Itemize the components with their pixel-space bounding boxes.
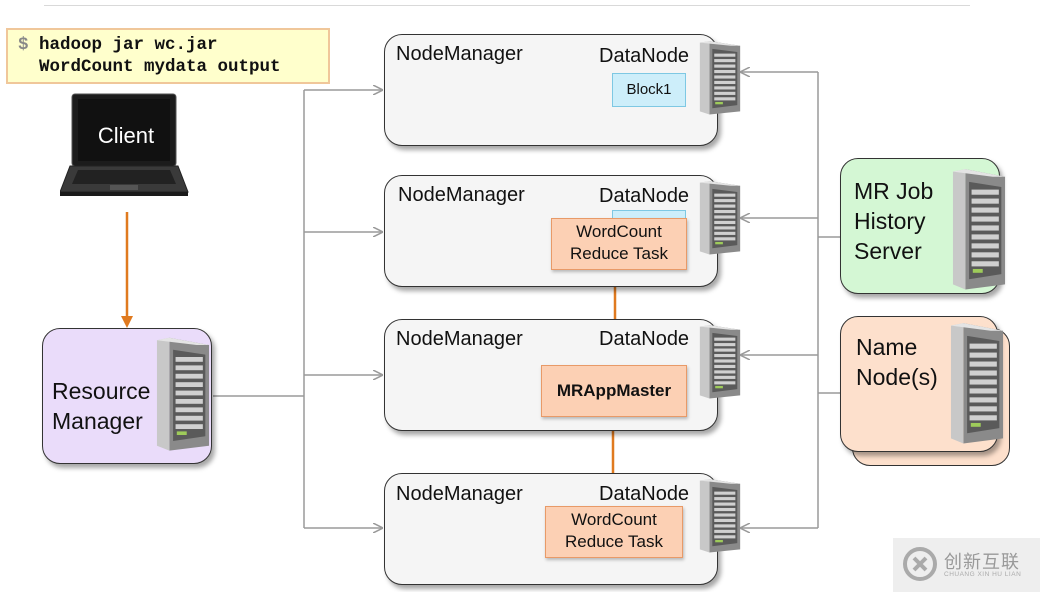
- task-line-2: Reduce Task: [565, 532, 663, 551]
- reduce-task-1: WordCount Reduce Task: [551, 218, 687, 270]
- mr-app-master: MRAppMaster: [541, 365, 687, 417]
- jhs-line-3: Server: [854, 238, 922, 264]
- block1: Block1: [612, 73, 686, 107]
- nn-line-1: Name: [856, 334, 918, 360]
- node-manager-1: NodeManager DataNode Block1: [384, 34, 718, 146]
- name-node-server-icon: [950, 323, 1004, 444]
- datanode-server-icon-3: [699, 325, 741, 399]
- top-divider: [44, 5, 970, 6]
- task-line-1: WordCount: [571, 510, 657, 529]
- node-manager-4: NodeManager DataNode WordCount Reduce Ta…: [384, 473, 718, 585]
- resource-manager-server-icon: [156, 337, 210, 451]
- datanode-label: DataNode: [599, 185, 690, 207]
- node-manager-label: NodeManager: [396, 328, 523, 350]
- command-text-1: hadoop jar wc.jar: [39, 35, 218, 55]
- watermark-en-text: CHUANG XIN HU LIAN: [944, 571, 1022, 578]
- datanode-server-icon-4: [699, 479, 741, 553]
- datanode-label: DataNode: [599, 328, 690, 350]
- name-node-label: Name Node(s): [856, 332, 938, 392]
- resource-manager-label: Resource Manager: [52, 376, 150, 436]
- task-line-2: Reduce Task: [570, 244, 668, 263]
- watermark-logo-icon: [903, 547, 937, 581]
- datanode-label: DataNode: [599, 483, 690, 505]
- watermark-cn-text: 创新互联: [944, 552, 1020, 572]
- node-manager-2: NodeManager DataNode WordCount Reduce Ta…: [384, 175, 718, 287]
- datanode-label: DataNode: [599, 45, 690, 67]
- command-line-2: WordCount mydata output: [18, 56, 328, 78]
- client-label: Client: [97, 123, 155, 148]
- node-manager-3: NodeManager DataNode MRAppMaster: [384, 319, 718, 431]
- node-manager-label: NodeManager: [396, 43, 523, 65]
- history-server-icon: [952, 169, 1006, 290]
- rm-label-line-1: Resource: [52, 378, 151, 404]
- command-line-1: $ hadoop jar wc.jar: [18, 34, 328, 56]
- node-manager-label: NodeManager: [398, 184, 525, 206]
- command-box: $ hadoop jar wc.jar WordCount mydata out…: [6, 28, 330, 84]
- task-line-1: WordCount: [576, 222, 662, 241]
- job-history-server-label: MR Job History Server: [854, 176, 933, 266]
- prompt-symbol: $: [18, 35, 29, 55]
- reduce-task-2: WordCount Reduce Task: [545, 506, 683, 558]
- jhs-line-2: History: [854, 208, 926, 234]
- command-text-2: WordCount mydata output: [39, 57, 281, 77]
- jhs-line-1: MR Job: [854, 178, 934, 204]
- datanode-server-icon-1: [699, 41, 741, 115]
- datanode-server-icon-2: [699, 181, 741, 255]
- laptop-icon: [60, 93, 189, 196]
- rm-label-line-2: Manager: [52, 408, 143, 434]
- client-to-rm-arrowhead: [121, 316, 133, 328]
- node-manager-label: NodeManager: [396, 483, 523, 505]
- nn-line-2: Node(s): [856, 364, 938, 390]
